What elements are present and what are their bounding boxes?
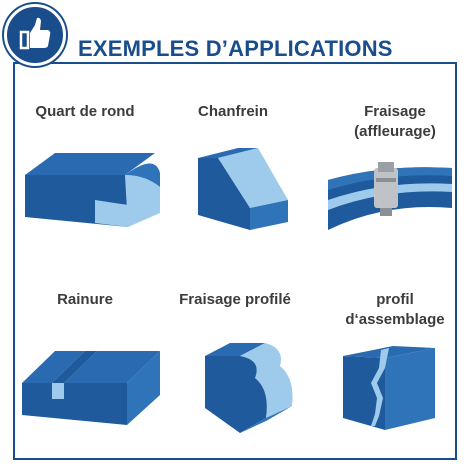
thumbs-up-icon xyxy=(19,17,51,50)
label-line: profil xyxy=(376,291,414,308)
label-line: d‘assemblage xyxy=(345,311,445,328)
label-rainure: Rainure xyxy=(57,291,113,308)
quart-de-rond-illustration xyxy=(25,153,160,227)
label-chanfrein: Chanfrein xyxy=(197,103,268,120)
label-line: Fraisage xyxy=(364,103,426,120)
fraisage-affleurage-illustration xyxy=(328,162,452,230)
chanfrein-illustration xyxy=(198,148,288,230)
thumbs-up-badge xyxy=(4,4,66,66)
rainure-illustration xyxy=(22,351,160,425)
title-underline xyxy=(70,62,457,64)
label-quart-de-rond: Quart de rond xyxy=(35,103,135,120)
profil-assemblage-illustration xyxy=(343,346,435,430)
label-line: (affleurage) xyxy=(354,123,436,140)
label-fraisage-profile: Fraisage profilé xyxy=(179,291,291,308)
label-fraisage-affleurage: Fraisage (affleurage) xyxy=(330,102,460,142)
fraisage-profile-illustration xyxy=(205,343,293,433)
label-profil-assemblage: profil d‘assemblage xyxy=(330,290,460,330)
page-title: EXEMPLES D’APPLICATIONS xyxy=(78,36,393,61)
